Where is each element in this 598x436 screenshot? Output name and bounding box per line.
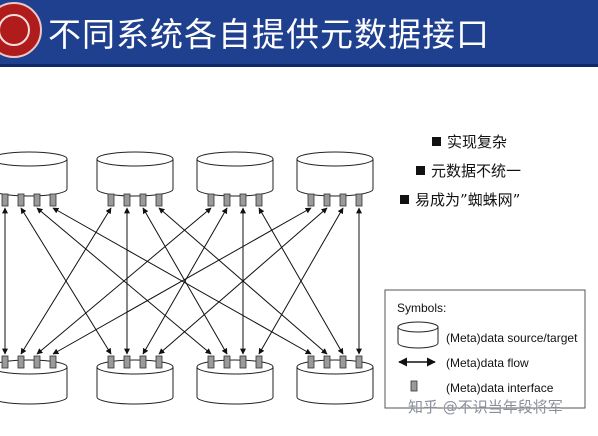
interface-port bbox=[155, 355, 163, 369]
interface-port bbox=[207, 193, 215, 207]
bullet-square-icon bbox=[416, 166, 425, 175]
legend-label-interface: (Meta)data interface bbox=[446, 381, 554, 395]
bullet-item: 元数据不统一 bbox=[416, 157, 521, 186]
interface-port bbox=[255, 355, 263, 369]
interface-port bbox=[123, 193, 131, 207]
interface-port bbox=[255, 193, 263, 207]
interface-port bbox=[17, 193, 25, 207]
bullet-list: 实现复杂 元数据不统一 易成为”蜘蛛网” bbox=[400, 128, 521, 215]
interface-port bbox=[33, 193, 41, 207]
interface-port bbox=[1, 193, 9, 207]
interface-port bbox=[223, 193, 231, 207]
interface-port bbox=[223, 355, 231, 369]
interface-port bbox=[355, 355, 363, 369]
bullet-item: 易成为”蜘蛛网” bbox=[400, 186, 521, 215]
system-cylinder-bottom bbox=[0, 359, 68, 405]
system-cylinder-top bbox=[296, 151, 374, 197]
legend-box: Symbols: (Meta)data source/target (Meta)… bbox=[384, 289, 586, 409]
interface-port bbox=[139, 193, 147, 207]
legend-label-data-flow: (Meta)data flow bbox=[446, 356, 529, 370]
title-bar: 不同系统各自提供元数据接口 bbox=[0, 0, 598, 67]
system-cylinder-top bbox=[96, 151, 174, 197]
interface-port bbox=[1, 355, 9, 369]
interface-port bbox=[107, 355, 115, 369]
cylinder-icon bbox=[397, 321, 439, 349]
interface-port bbox=[155, 193, 163, 207]
interface-port bbox=[355, 193, 363, 207]
flow-arrow bbox=[258, 207, 344, 355]
interface-port bbox=[323, 193, 331, 207]
watermark: 知乎 @不识当年段将军 bbox=[408, 398, 563, 416]
interface-port bbox=[339, 355, 347, 369]
interface-port bbox=[239, 355, 247, 369]
system-cylinder-top bbox=[0, 151, 68, 197]
interface-port bbox=[33, 355, 41, 369]
system-cylinder-bottom bbox=[96, 359, 174, 405]
system-cylinder-bottom bbox=[196, 359, 274, 405]
interface-port bbox=[139, 355, 147, 369]
flow-lines bbox=[2, 207, 362, 355]
interface-port bbox=[49, 355, 57, 369]
slide-title: 不同系统各自提供元数据接口 bbox=[48, 15, 490, 54]
interface-port bbox=[207, 355, 215, 369]
interface-port bbox=[49, 193, 57, 207]
legend-heading: Symbols: bbox=[397, 301, 446, 315]
interface-port bbox=[307, 193, 315, 207]
interface-port bbox=[323, 355, 331, 369]
interface-port bbox=[123, 355, 131, 369]
system-cylinder-bottom bbox=[296, 359, 374, 405]
bullet-item: 实现复杂 bbox=[432, 128, 521, 157]
interface-port bbox=[307, 355, 315, 369]
legend-label-source-target: (Meta)data source/target bbox=[446, 331, 578, 345]
interface-port bbox=[107, 193, 115, 207]
interface-port bbox=[339, 193, 347, 207]
bullet-square-icon bbox=[432, 137, 441, 146]
interface-port bbox=[239, 193, 247, 207]
bottom-systems bbox=[0, 355, 374, 405]
bullet-square-icon bbox=[400, 195, 409, 204]
interface-port bbox=[17, 355, 25, 369]
top-systems bbox=[0, 151, 374, 207]
system-cylinder-top bbox=[196, 151, 274, 197]
interface-block-icon bbox=[410, 380, 418, 392]
